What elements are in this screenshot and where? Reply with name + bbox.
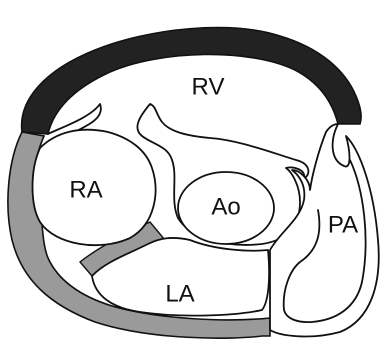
pa-vessel <box>270 124 379 336</box>
label-ra: RA <box>69 176 102 203</box>
label-rv: RV <box>192 73 225 100</box>
label-ao: Ao <box>211 193 240 220</box>
label-pa: PA <box>328 211 358 238</box>
label-la: LA <box>165 280 194 307</box>
